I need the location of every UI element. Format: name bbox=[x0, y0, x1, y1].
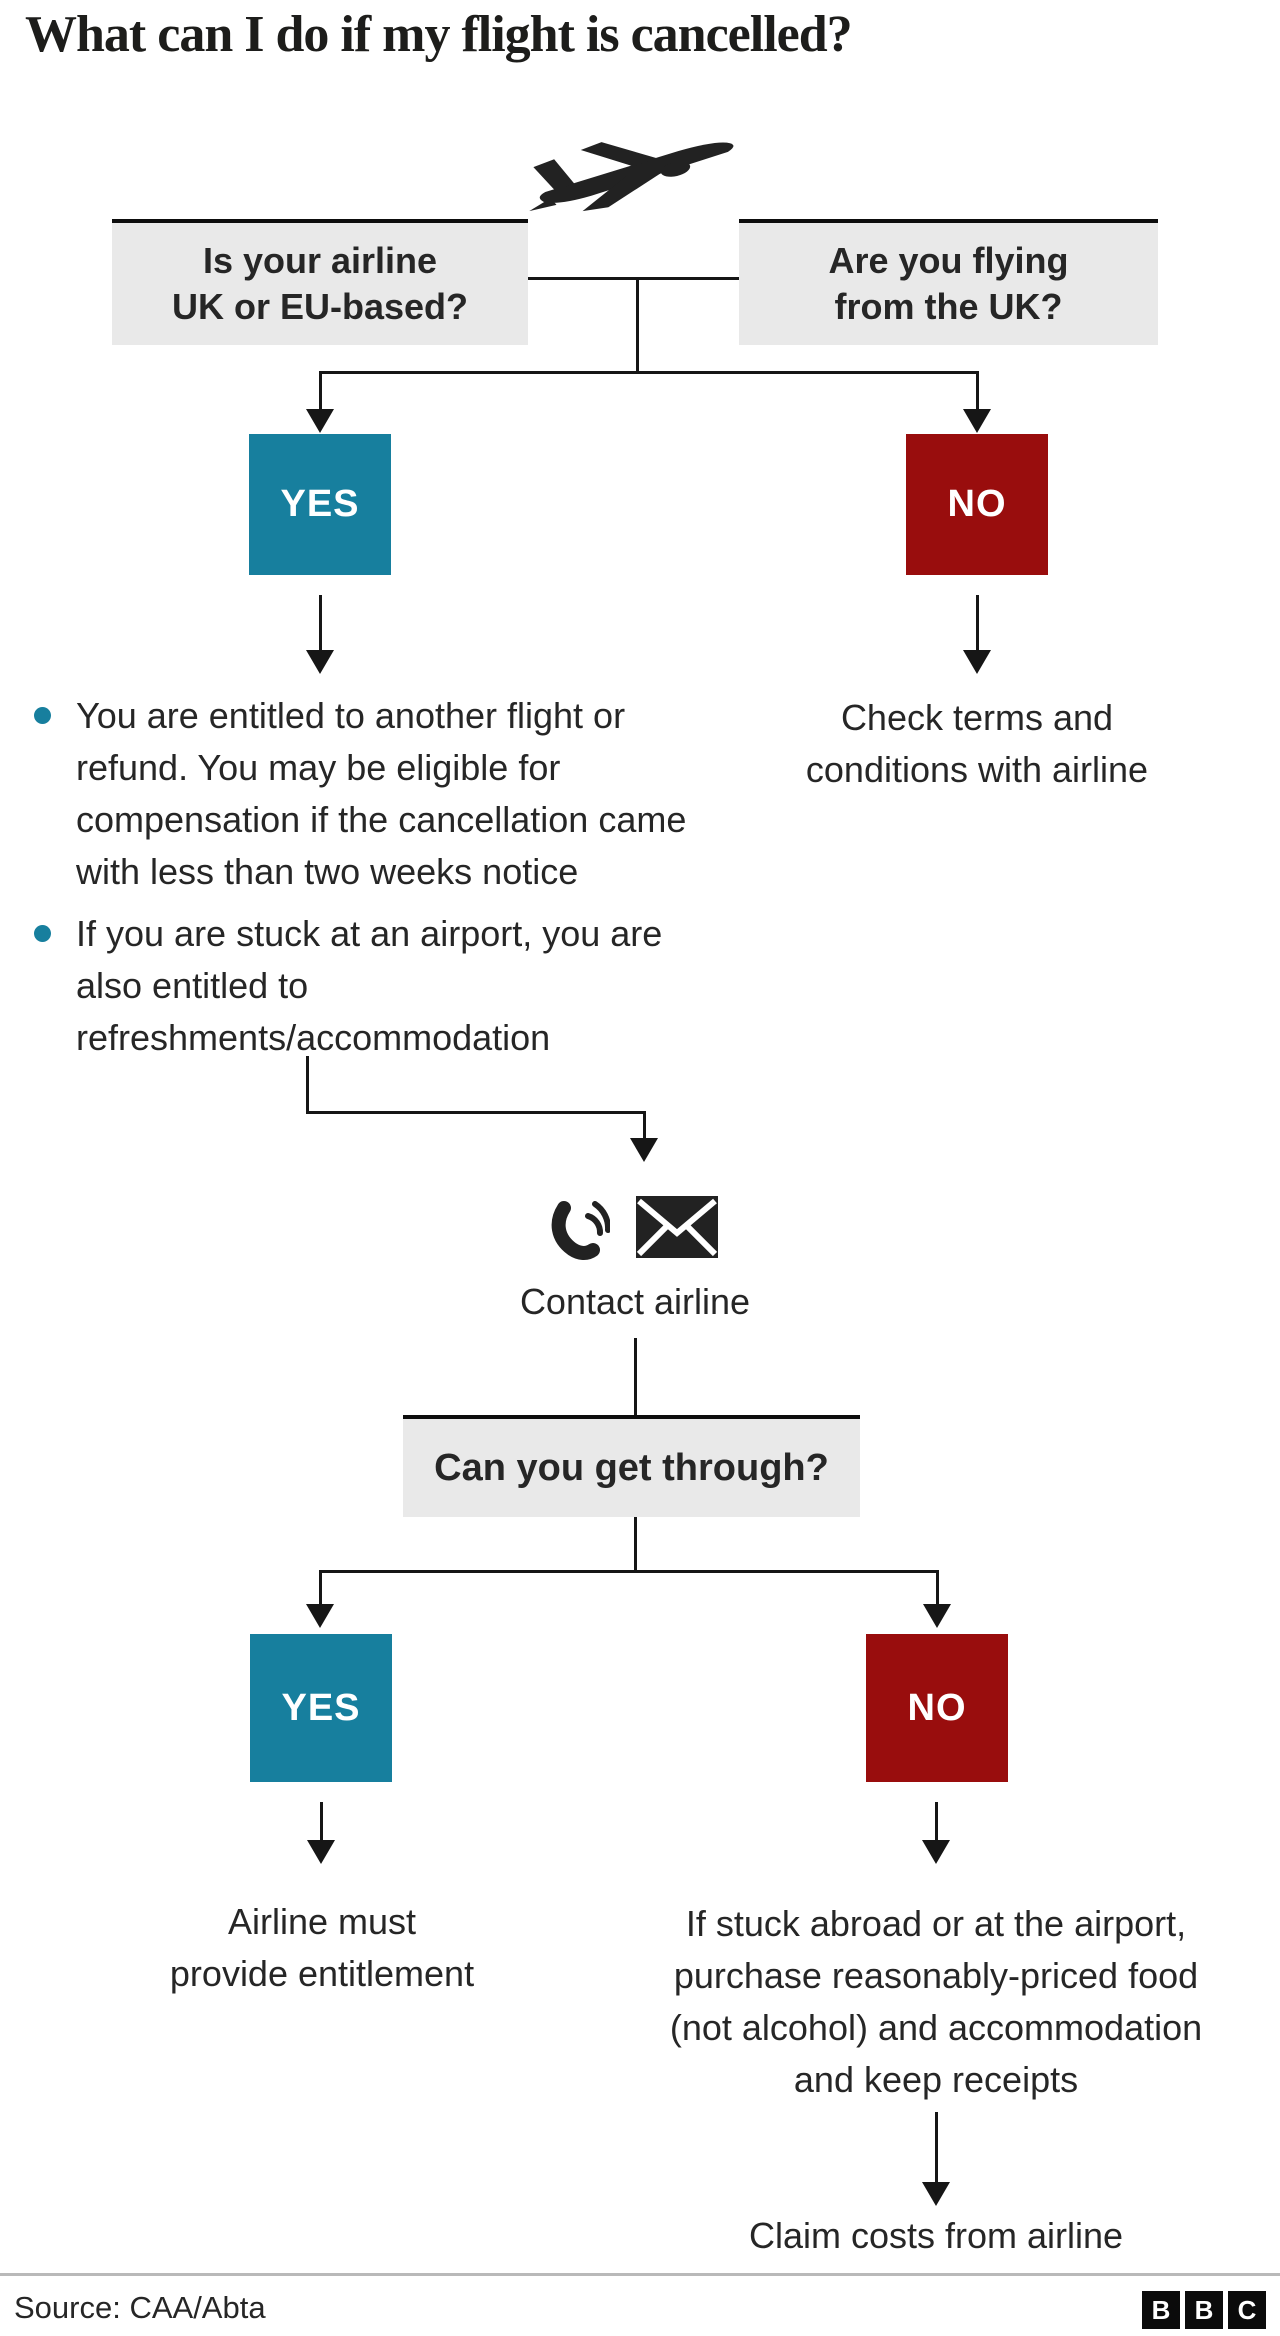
outcome-purchase-line1: If stuck abroad or at the airport, bbox=[685, 1903, 1187, 1944]
arrowhead-no2 bbox=[923, 1604, 951, 1628]
decision-yes-1: YES bbox=[249, 434, 391, 575]
arrowhead-yes2-out bbox=[307, 1840, 335, 1864]
contact-airline-label: Contact airline bbox=[519, 1281, 751, 1322]
bullet-text: If you are stuck at an airport, you are … bbox=[76, 913, 663, 1058]
stem-2 bbox=[634, 1338, 637, 1417]
arrow-shaft-no2 bbox=[936, 1572, 939, 1606]
decision-no-2: NO bbox=[866, 1634, 1008, 1782]
outcome-purchase-line2: purchase reasonably-priced food bbox=[673, 1955, 1199, 1996]
outcome-claim-costs: Claim costs from airline bbox=[748, 2215, 1124, 2256]
question-flying-line1: Are you flying bbox=[828, 240, 1069, 281]
question-box-get-through: Can you get through? bbox=[403, 1415, 860, 1517]
arrow-shaft-yes2 bbox=[319, 1572, 322, 1606]
arrowhead-yes1-out bbox=[306, 650, 334, 674]
phone-icon bbox=[550, 1194, 612, 1260]
bullet-dot-icon bbox=[34, 925, 51, 942]
page-title: What can I do if my flight is cancelled? bbox=[25, 6, 853, 63]
elbow-vertical bbox=[306, 1056, 309, 1114]
bullet-text: You are entitled to another flight or re… bbox=[76, 695, 687, 892]
bbc-logo: B B C bbox=[1142, 2291, 1266, 2329]
arrow-shaft-no2-out bbox=[935, 1802, 938, 1842]
arrowhead-no1 bbox=[963, 409, 991, 433]
stem-1 bbox=[636, 277, 639, 373]
outcome-entitlement-line1: Airline must bbox=[227, 1901, 417, 1942]
outcome-purchase-food: If stuck abroad or at the airport, purch… bbox=[636, 1898, 1236, 2106]
question-airline-line2: UK or EU-based? bbox=[171, 286, 469, 327]
arrowhead-yes2 bbox=[306, 1604, 334, 1628]
footer-divider bbox=[0, 2273, 1280, 2276]
split-bar-1 bbox=[319, 371, 979, 374]
envelope-icon bbox=[636, 1196, 718, 1258]
connector-between-questions bbox=[528, 277, 739, 280]
entitlement-bullet-list: You are entitled to another flight or re… bbox=[30, 690, 736, 1074]
arrowhead-no2-out bbox=[922, 1840, 950, 1864]
question-get-through-text: Can you get through? bbox=[434, 1447, 829, 1489]
outcome-check-terms-line1: Check terms and bbox=[840, 697, 1114, 738]
arrow-shaft-yes1 bbox=[319, 373, 322, 411]
question-airline-line1: Is your airline bbox=[202, 240, 438, 281]
stem-3 bbox=[634, 1517, 637, 1572]
arrowhead-yes1 bbox=[306, 409, 334, 433]
outcome-check-terms-line2: conditions with airline bbox=[805, 749, 1149, 790]
bbc-logo-block: B bbox=[1142, 2291, 1180, 2329]
arrow-shaft-contact bbox=[643, 1114, 646, 1140]
bbc-logo-block: C bbox=[1228, 2291, 1266, 2329]
outcome-purchase-line3: (not alcohol) and accommodation bbox=[669, 2007, 1203, 2048]
question-box-flying: Are you flying from the UK? bbox=[739, 219, 1158, 345]
bbc-logo-block: B bbox=[1185, 2291, 1223, 2329]
bullet-dot-icon bbox=[34, 707, 51, 724]
elbow-horizontal bbox=[306, 1111, 646, 1114]
decision-no-1: NO bbox=[906, 434, 1048, 575]
arrow-shaft-yes1-out bbox=[319, 595, 322, 653]
question-flying-line2: from the UK? bbox=[834, 286, 1063, 327]
question-box-airline: Is your airline UK or EU-based? bbox=[112, 219, 528, 345]
arrowhead-claim bbox=[922, 2182, 950, 2206]
airplane-icon bbox=[516, 122, 756, 212]
bullet-entitled-flight-refund: You are entitled to another flight or re… bbox=[30, 690, 736, 898]
arrow-shaft-no1 bbox=[976, 373, 979, 411]
arrowhead-no1-out bbox=[963, 650, 991, 674]
outcome-airline-entitlement: Airline must provide entitlement bbox=[72, 1896, 572, 2000]
outcome-purchase-line4: and keep receipts bbox=[793, 2059, 1079, 2100]
decision-yes-2: YES bbox=[250, 1634, 392, 1782]
outcome-check-terms: Check terms and conditions with airline bbox=[727, 692, 1227, 796]
arrow-shaft-claim bbox=[935, 2112, 938, 2186]
split-bar-2 bbox=[319, 1570, 939, 1573]
outcome-entitlement-line2: provide entitlement bbox=[169, 1953, 475, 1994]
arrow-shaft-yes2-out bbox=[320, 1802, 323, 1842]
arrowhead-contact bbox=[630, 1138, 658, 1162]
source-credit: Source: CAA/Abta bbox=[14, 2290, 266, 2325]
arrow-shaft-no1-out bbox=[976, 595, 979, 653]
bullet-stuck-airport: If you are stuck at an airport, you are … bbox=[30, 908, 736, 1064]
